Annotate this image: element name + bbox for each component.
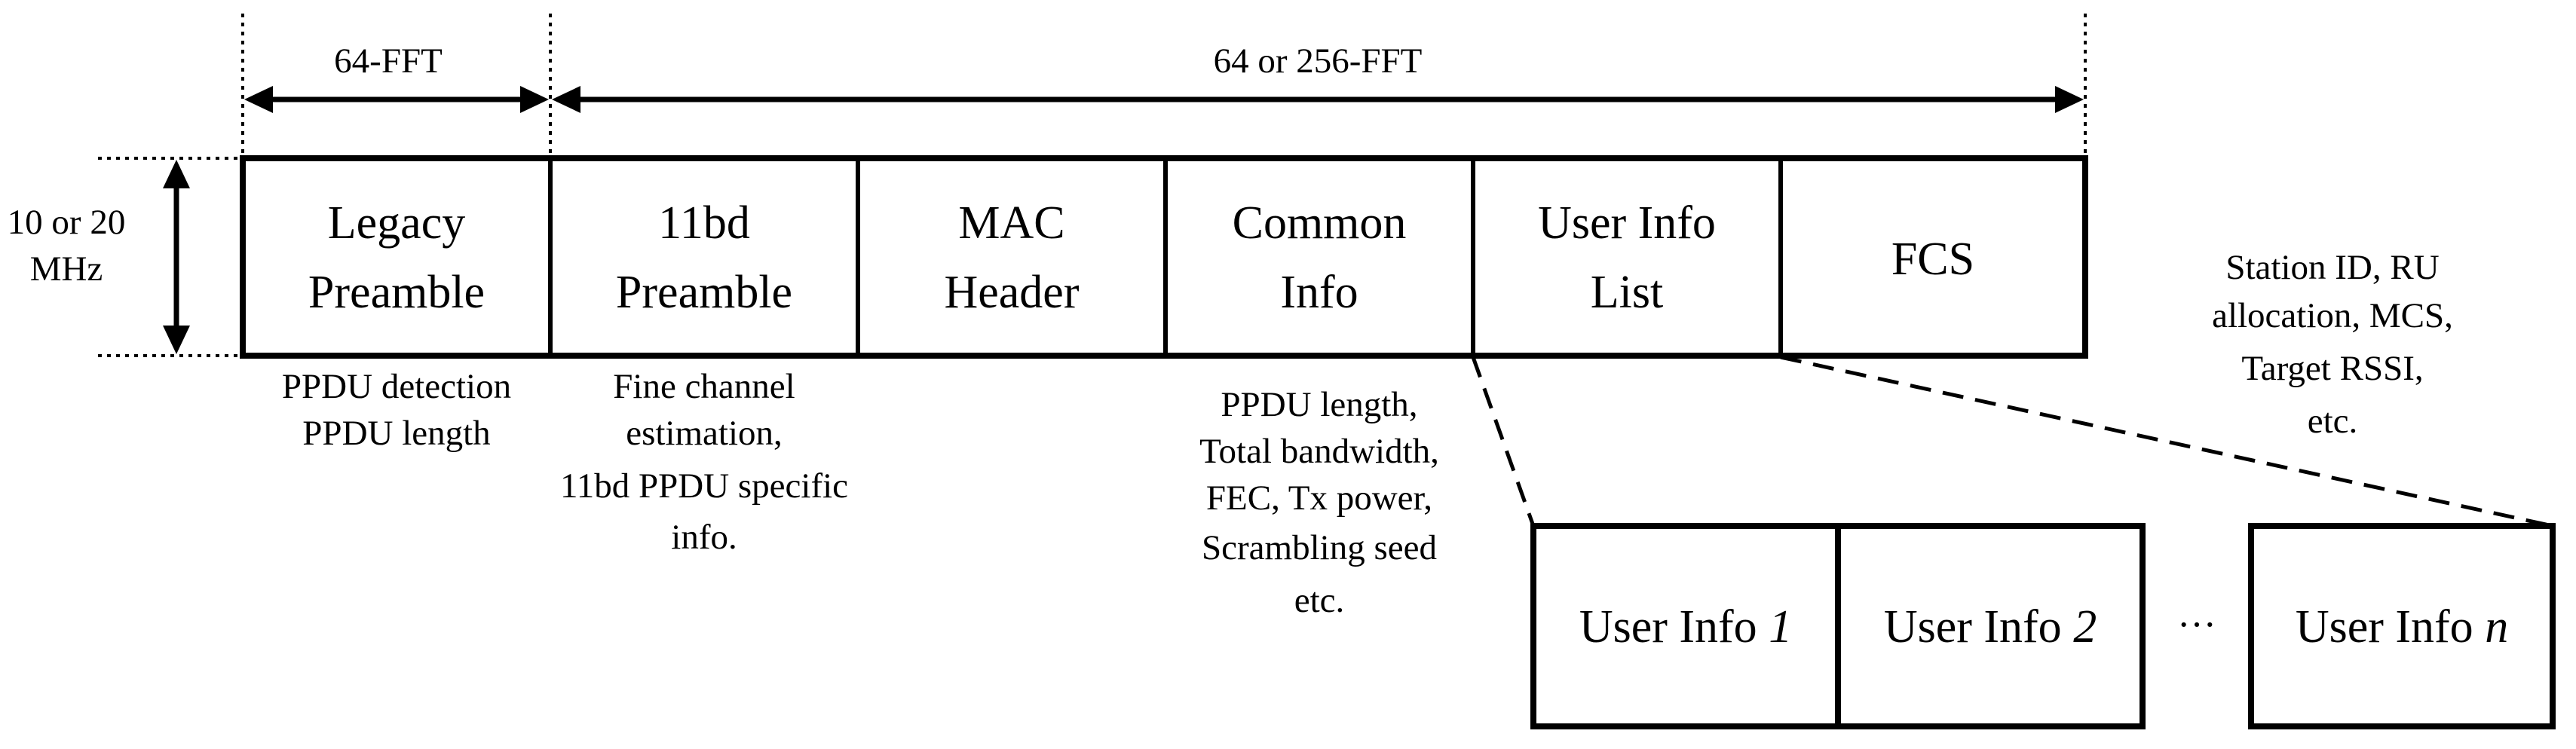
field-fcs: FCS <box>1891 234 1974 285</box>
bandwidth-label-line2: MHz <box>30 249 103 289</box>
field-label-line1: 11bd <box>658 197 750 249</box>
note-line: Target RSSI, <box>2241 349 2423 388</box>
field-label-line1: Legacy <box>328 197 465 249</box>
field-label-line2: List <box>1591 267 1663 318</box>
field-label-line2: Preamble <box>616 267 792 318</box>
note-user-info: Station ID, RU allocation, MCS, Target R… <box>2212 248 2453 441</box>
note-line: PPDU detection <box>282 367 511 406</box>
note-line: PPDU length <box>302 414 490 453</box>
fft256-label: 64 or 256-FFT <box>1214 41 1423 81</box>
note-line: Total bandwidth, <box>1199 432 1439 471</box>
field-label-line1: Common <box>1233 197 1407 249</box>
user-info-label-n: User Info n <box>2296 601 2508 653</box>
note-line: Scrambling seed <box>1202 528 1437 567</box>
note-line: estimation, <box>626 414 783 453</box>
field-legacy-preamble: Legacy Preamble <box>308 197 485 318</box>
field-label-line2: Header <box>945 267 1080 318</box>
ellipsis-dots: ··· <box>2177 604 2216 647</box>
field-common-info: Common Info <box>1233 197 1407 318</box>
note-line: 11bd PPDU specific <box>560 466 848 506</box>
field-label-line1: User Info <box>1538 197 1716 249</box>
note-line: info. <box>671 518 737 557</box>
user-info-label-1: User Info 1 <box>1579 601 1792 653</box>
note-line: Fine channel <box>613 367 795 406</box>
field-label-line1: MAC <box>958 197 1064 249</box>
fft64-dimension-arrow <box>244 86 549 113</box>
note-line: etc. <box>1294 581 1345 620</box>
bandwidth-label-line1: 10 or 20 <box>8 203 126 242</box>
note-line: FEC, Tx power, <box>1206 478 1432 518</box>
user-info-box-2 <box>1835 523 2146 729</box>
note-11bd-preamble: Fine channel estimation, 11bd PPDU speci… <box>560 367 848 557</box>
expansion-line-right <box>1780 355 2553 528</box>
field-mac-header: MAC Header <box>945 197 1080 318</box>
user-info-label-2: User Info 2 <box>1884 601 2097 653</box>
field-label-line2: Info <box>1280 267 1358 318</box>
note-line: Station ID, RU <box>2225 248 2439 287</box>
expansion-line-left <box>1471 356 1536 527</box>
note-common-info: PPDU length, Total bandwidth, FEC, Tx po… <box>1199 385 1439 620</box>
note-line: PPDU length, <box>1221 385 1417 424</box>
field-11bd-preamble: 11bd Preamble <box>616 197 792 318</box>
user-info-list-expanded: User Info 1 User Info 2 ··· User Info n <box>1530 523 2556 729</box>
note-legacy: PPDU detection PPDU length <box>282 367 511 453</box>
bandwidth-arrow <box>163 160 190 354</box>
field-label-line2: Preamble <box>308 267 485 318</box>
user-info-box-n <box>2248 523 2556 729</box>
note-line: etc. <box>2308 402 2358 441</box>
field-user-info-list: User Info List <box>1538 197 1716 318</box>
field-label-line1: FCS <box>1891 234 1974 285</box>
fft256-dimension-arrow <box>552 86 2084 113</box>
note-line: allocation, MCS, <box>2212 296 2453 335</box>
user-info-box-1 <box>1530 523 1841 729</box>
fft64-label: 64-FFT <box>334 41 443 81</box>
